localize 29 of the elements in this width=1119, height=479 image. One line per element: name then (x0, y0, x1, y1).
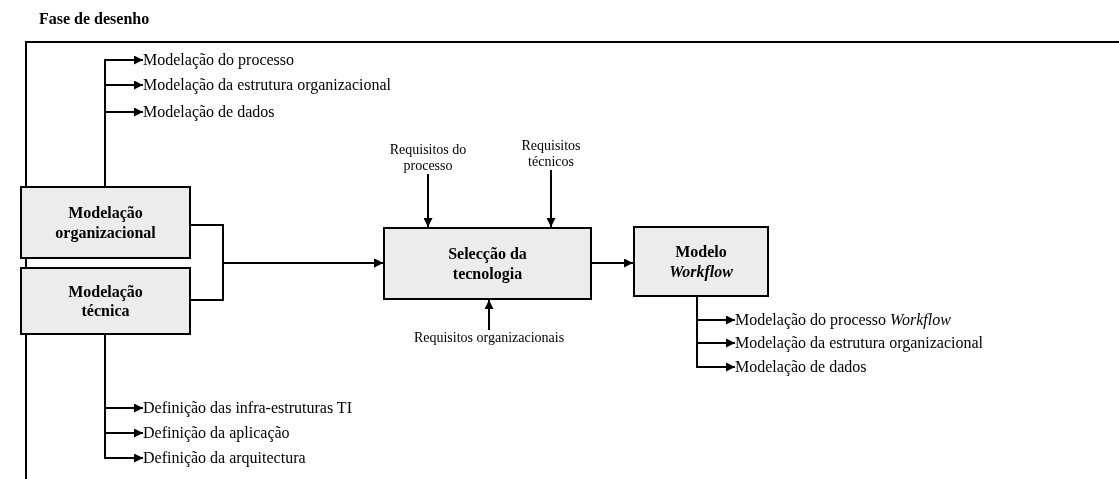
box-label: Selecção da tecnologia (447, 244, 528, 283)
arrow (484, 299, 494, 331)
box-label: Modelação organizacional (54, 203, 157, 242)
input-label: Requisitos técnicos (508, 138, 594, 170)
process-box (633, 226, 769, 297)
output-label: Modelação de dados (735, 358, 905, 376)
output-label: Modelação do processo Workflow (735, 311, 1035, 329)
output-label: Definição da arquitectura (143, 449, 353, 467)
process-box (20, 267, 191, 335)
arrow (546, 169, 556, 228)
arrow (591, 258, 634, 268)
input-label: Requisitos do processo (372, 142, 484, 174)
output-label: Definição das infra-estruturas TI (143, 399, 413, 417)
arrow (104, 334, 144, 463)
output-label: Modelação de dados (143, 103, 313, 121)
output-label: Modelação da estrutura organizacional (143, 76, 473, 94)
process-box (383, 227, 592, 300)
output-label: Modelação do processo (143, 51, 313, 69)
box-label: Modelo Workflow (668, 242, 734, 281)
input-label: Requisitos organizacionais (408, 330, 570, 346)
process-box (20, 186, 191, 259)
output-label: Modelação da estrutura organizacional (735, 334, 1065, 352)
arrow (696, 296, 736, 372)
box-label: Modelação técnica (67, 281, 144, 321)
arrow (423, 173, 433, 228)
arrow (104, 107, 144, 187)
section-heading: Fase de desenho (39, 10, 150, 28)
output-label: Definição da aplicação (143, 424, 343, 442)
arrow (190, 258, 384, 301)
